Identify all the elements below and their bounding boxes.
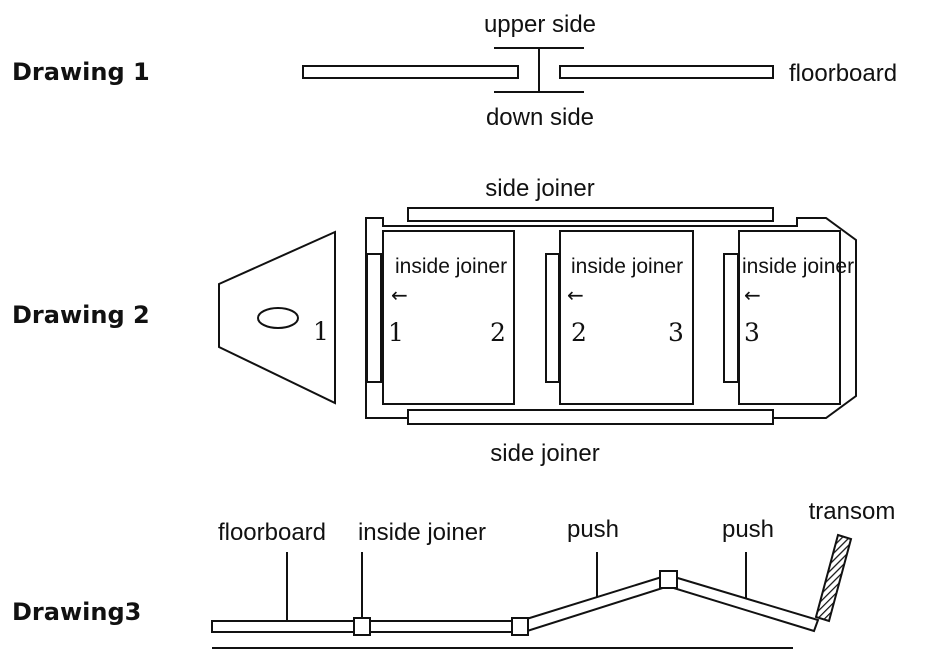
arrow-left-1: ←: [391, 283, 408, 307]
inside-joiner-label-2: inside joiner: [571, 255, 683, 278]
down-side-label: down side: [486, 104, 594, 131]
section-2: [559, 230, 694, 405]
hull-stern-segment: [665, 574, 820, 633]
push-left-label: push: [567, 516, 619, 543]
joint-2: [511, 617, 529, 636]
section-3-left-number: 3: [744, 318, 760, 347]
hull-rising-segment: [518, 574, 671, 634]
floorboard-left: [302, 65, 519, 79]
drawing-2-title: Drawing 2: [12, 301, 150, 329]
drawing-1-title: Drawing 1: [12, 58, 150, 86]
inside-joiner-2: [545, 253, 560, 383]
inside-joiner-label-1: inside joiner: [395, 255, 507, 278]
push-right-label: push: [722, 516, 774, 543]
section-1: [382, 230, 515, 405]
arrow-left-2: ←: [567, 283, 584, 307]
floorboard-right: [559, 65, 774, 79]
side-joiner-bottom: [407, 409, 774, 425]
transom-label: transom: [809, 498, 896, 525]
floorboard-side-label: floorboard: [218, 519, 326, 546]
bow-hole: [257, 307, 299, 329]
section-1-left-number: 1: [388, 318, 404, 347]
inside-joiner-1: [366, 253, 382, 383]
section-2-left-number: 2: [571, 318, 587, 347]
upper-side-label: upper side: [484, 11, 596, 38]
joint-1: [353, 617, 371, 636]
arrow-left-3: ←: [744, 283, 761, 307]
drawing-3-title: Drawing3: [12, 598, 141, 626]
side-joiner-bottom-label: side joiner: [490, 440, 599, 467]
drawing-2: Drawing 2 side joiner 1 inside joiner ← …: [12, 175, 857, 467]
inside-joiner-label-3: inside joiner: [742, 255, 854, 278]
section-2-right-number: 3: [668, 318, 684, 347]
inside-joiner-3: [723, 253, 739, 383]
transom: [814, 533, 853, 623]
section-1-right-number: 2: [490, 318, 506, 347]
inside-joiner-side-label: inside joiner: [358, 519, 486, 546]
floorboard-label: floorboard: [789, 60, 897, 87]
side-joiner-top-label: side joiner: [485, 175, 594, 202]
drawing-3: Drawing3 floorboard inside joiner push p…: [12, 498, 896, 649]
bow-number: 1: [313, 317, 329, 346]
drawing-1: Drawing 1 upper side down side floorboar…: [12, 11, 897, 131]
side-joiner-top: [407, 207, 774, 222]
joint-3: [659, 570, 678, 589]
